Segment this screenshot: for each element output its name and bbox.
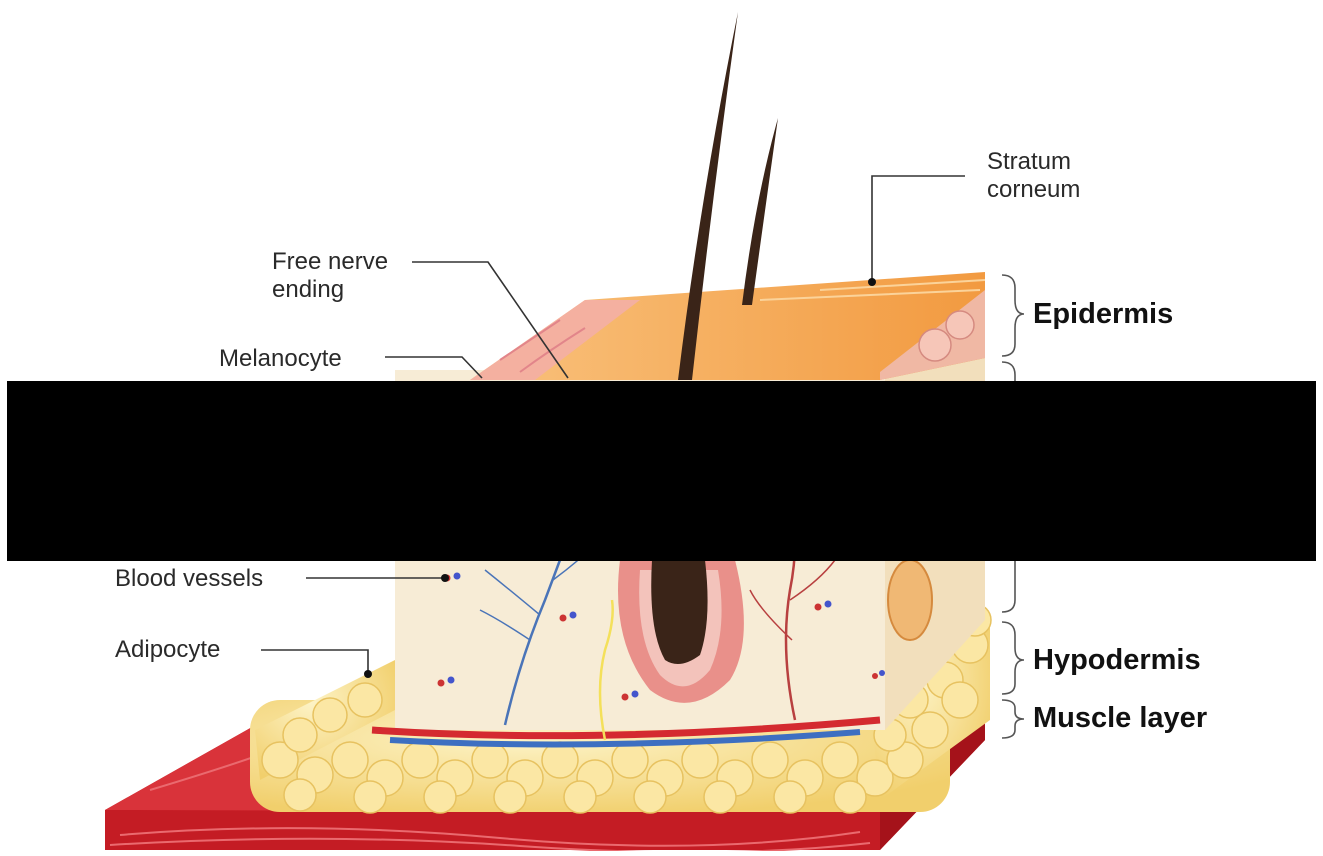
label-free-nerve-line1: Free nerve (272, 248, 388, 276)
leader-adipocyte (261, 650, 368, 674)
bracket-epidermis (1002, 275, 1024, 356)
label-free-nerve-line2: ending (272, 276, 344, 304)
layer-label-epidermis: Epidermis (1033, 298, 1173, 330)
leader-stratum-corneum (872, 176, 965, 282)
label-blood-vessels: Blood vessels (115, 565, 263, 593)
label-stratum-corneum-line1: Stratum (987, 148, 1071, 176)
epidermis-top (470, 272, 985, 380)
layer-label-muscle: Muscle layer (1033, 702, 1207, 734)
label-melanocyte: Melanocyte (219, 345, 342, 373)
redaction-bar (7, 381, 1316, 561)
label-adipocyte: Adipocyte (115, 636, 220, 664)
bracket-hypodermis (1002, 622, 1024, 694)
bracket-muscle (1002, 700, 1024, 738)
label-stratum-corneum-line2: corneum (987, 176, 1080, 204)
layer-label-hypodermis: Hypodermis (1033, 644, 1201, 676)
